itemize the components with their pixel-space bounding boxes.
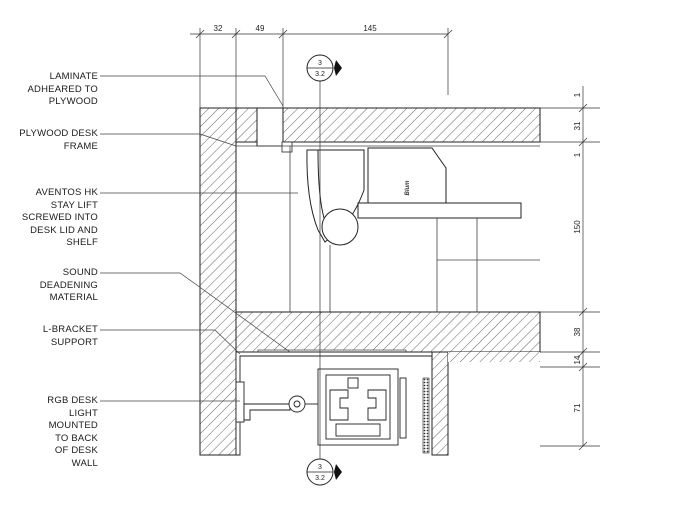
dim-right-14: 14 [573,355,582,364]
dim-right-38: 38 [573,327,582,336]
dim-top-2: 49 [256,24,265,33]
dim-right-150: 150 [573,220,582,234]
annotation-sound-deadening: SOUND DEADENING MATERIAL [39,267,98,303]
brand-mark: Blum [405,180,411,196]
plywood-shell [199,107,541,456]
section-tag-top-number: 3 [318,60,322,67]
desk-extrusion-profile [317,368,407,446]
top-dimension-string [190,28,453,108]
annotation-rgb-light: RGB DESK LIGHT MOUNTED TO BACK OF DESK W… [47,395,98,469]
aventos-stay-lift [306,147,447,312]
section-tag-bottom [306,458,342,486]
dim-top-1: 32 [214,24,223,33]
laminate-block [256,107,284,147]
annotation-laminate: LAMINATE ADHEARED TO PLYWOOD [27,71,98,107]
l-bracket-support [235,351,433,456]
section-tag-top-sheet: 3.2 [315,71,325,78]
right-dimension-string [540,86,600,451]
annotation-aventos: AVENTOS HK STAY LIFT SCREWED INTO DESK L… [21,187,98,248]
section-tag-bottom-sheet: 3.2 [315,475,325,482]
dim-right-1b: 1 [573,152,582,157]
rgb-desk-light [235,381,318,423]
section-tag-bottom-number: 3 [318,464,322,471]
sound-deadening-side [422,377,430,454]
dim-top-3: 145 [363,24,377,33]
annotation-plywood-frame: PLYWOOD DESK FRAME [19,128,98,152]
dim-right-71: 71 [573,403,582,412]
desk-shelf-board [357,202,522,219]
cavity-lines [236,145,540,312]
dim-right-1a: 1 [573,92,582,97]
leader-lines [100,75,298,402]
section-tag-top [306,54,342,82]
annotation-l-bracket: L-BRACKET SUPPORT [42,324,98,348]
dim-right-31: 31 [573,121,582,130]
